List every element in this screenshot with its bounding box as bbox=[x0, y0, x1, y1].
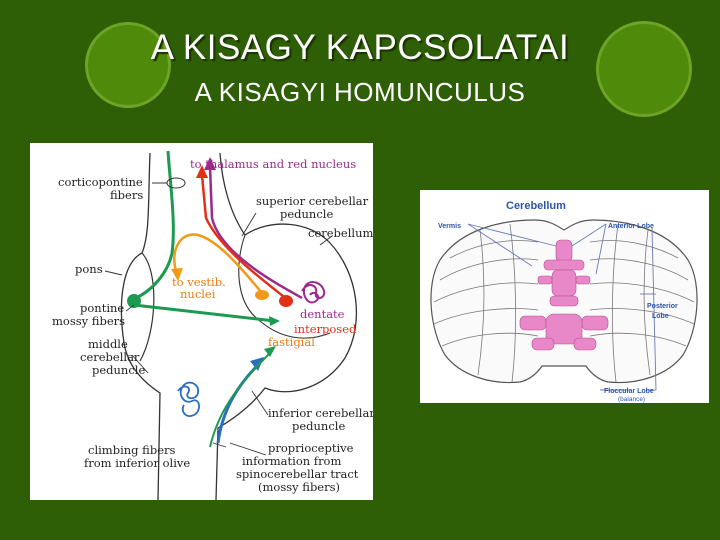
orange-efferent bbox=[173, 233, 263, 294]
label-anterior-lobe: Anterior Lobe bbox=[608, 223, 654, 230]
label-superior-peduncle: superior cerebellar bbox=[256, 194, 369, 208]
orange-arrow bbox=[171, 268, 183, 281]
red-arrow bbox=[196, 165, 208, 178]
interposed-nucleus bbox=[279, 295, 293, 307]
label-spinocerebellar: spinocerebellar tract bbox=[236, 467, 359, 481]
climbing-fiber-arrow bbox=[264, 346, 276, 357]
pons-bulge bbox=[139, 252, 155, 362]
label-to-vestib-nuclei: nuclei bbox=[180, 287, 216, 301]
vermis-homunculus bbox=[519, 239, 609, 351]
cerebellum-map: Cerebellum Vermis Anterior Lobe Posterio… bbox=[420, 190, 709, 403]
dentate-nucleus bbox=[301, 281, 326, 304]
label-to-thalamus: to thalamus and red nucleus bbox=[190, 157, 356, 171]
pontine-mossy-fiber bbox=[133, 303, 276, 323]
pointer-lines bbox=[467, 223, 657, 391]
label-pons: pons bbox=[75, 262, 103, 276]
label-middle-peduncle: peduncle bbox=[92, 363, 145, 377]
purple-arrow bbox=[204, 157, 216, 170]
label-vermis: Vermis bbox=[438, 223, 461, 230]
label-inferior-peduncle-2: peduncle bbox=[292, 419, 345, 433]
label-floccular-lobe: Floccular Lobe bbox=[604, 388, 654, 395]
label-to-vestib: to vestib. bbox=[172, 275, 226, 289]
label-balance: (balance) bbox=[618, 396, 645, 403]
label-mossy-fibers-2: (mossy fibers) bbox=[258, 480, 340, 494]
label-from-inferior-olive: from inferior olive bbox=[84, 456, 190, 470]
label-proprioceptive: proprioceptive bbox=[268, 441, 354, 455]
purple-efferent bbox=[208, 166, 303, 300]
label-climbing-fibers: climbing fibers bbox=[88, 443, 175, 457]
label-middle: middle bbox=[88, 337, 128, 351]
label-pontine: pontine bbox=[80, 301, 124, 315]
spinocerebellar-arrow bbox=[250, 357, 264, 371]
slide-title: A KISAGY KAPCSOLATAI bbox=[150, 28, 570, 67]
spinocerebellar-tract bbox=[216, 363, 260, 444]
map-title: Cerebellum bbox=[506, 200, 566, 212]
red-efferent bbox=[200, 174, 289, 301]
label-cerebellum: cerebellum bbox=[308, 226, 373, 240]
label-corticopontine: corticopontine bbox=[58, 175, 143, 189]
label-mossy-fibers: mossy fibers bbox=[52, 314, 125, 328]
label-information-from: information from bbox=[242, 454, 341, 468]
label-posterior: Posterior bbox=[647, 303, 678, 310]
label-interposed: interposed bbox=[294, 322, 357, 336]
slide-subtitle: A KISAGYI HOMUNCULUS bbox=[194, 77, 526, 107]
label-middle-cerebellar: cerebellar bbox=[80, 350, 140, 364]
label-dentate: dentate bbox=[300, 307, 345, 321]
inferior-olive bbox=[177, 381, 200, 417]
decorative-circle-left bbox=[85, 22, 171, 108]
corticopontine-fiber bbox=[133, 150, 175, 301]
leader-lines bbox=[104, 182, 333, 456]
cerebellar-pathways-diagram: to thalamus and red nucleus corticoponti… bbox=[30, 143, 375, 501]
label-corticopontine-fibers: fibers bbox=[110, 188, 143, 202]
pathways-svg: to thalamus and red nucleus corticoponti… bbox=[52, 150, 375, 501]
brainstem-outline-right bbox=[215, 152, 358, 501]
brainstem-outline bbox=[120, 152, 161, 501]
fastigial-nucleus bbox=[255, 290, 269, 300]
cerebellum-svg: Cerebellum Vermis Anterior Lobe Posterio… bbox=[430, 200, 698, 403]
label-inferior-peduncle: inferior cerebellar bbox=[268, 406, 373, 420]
decorative-circle-right bbox=[596, 21, 692, 117]
label-fastigial: fastigial bbox=[268, 335, 315, 349]
label-superior-peduncle-2: peduncle bbox=[280, 207, 333, 221]
climbing-fiber bbox=[209, 352, 271, 448]
pontine-mossy-arrow bbox=[269, 316, 280, 326]
label-posterior-lobe: Lobe bbox=[652, 313, 669, 320]
